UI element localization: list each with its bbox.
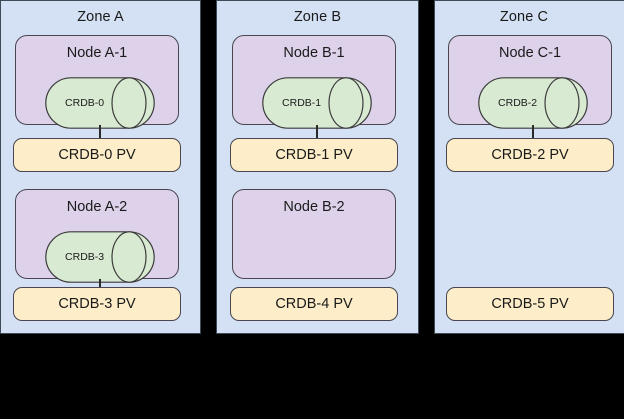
pv-crdb-3-label: CRDB-3 PV [58, 296, 136, 312]
pv-crdb-3: CRDB-3 PV [13, 287, 181, 321]
pv-crdb-5-label: CRDB-5 PV [491, 296, 569, 312]
pod-crdb-0: CRDB-0 [45, 77, 155, 129]
zone-b-title: Zone B [293, 9, 342, 25]
pv-crdb-5: CRDB-5 PV [446, 287, 614, 321]
pv-crdb-2-label: CRDB-2 PV [491, 147, 569, 163]
node-a-1-title: Node A-1 [66, 45, 128, 61]
node-b-2-title: Node B-2 [283, 199, 345, 215]
pod-crdb-2: CRDB-2 [478, 77, 588, 129]
node-b-2: Node B-2 [232, 189, 396, 279]
pv-crdb-1: CRDB-1 PV [230, 138, 398, 172]
pv-crdb-0: CRDB-0 PV [13, 138, 181, 172]
node-a-2-title: Node A-2 [66, 199, 128, 215]
zone-a: Zone A Node A-1 CRDB-0 CRDB-0 PV Node A-… [0, 0, 201, 334]
connector-crdb-3 [99, 279, 101, 291]
cylinder-icon [45, 77, 155, 129]
connector-crdb-0 [99, 125, 101, 139]
pod-crdb-1: CRDB-1 [262, 77, 372, 129]
connector-crdb-1 [316, 125, 318, 139]
zone-c: Zone C Node C-1 CRDB-2 CRDB-2 PV CRDB-5 … [434, 0, 624, 334]
pv-crdb-4-label: CRDB-4 PV [275, 296, 353, 312]
node-c-1-title: Node C-1 [498, 45, 562, 61]
pod-crdb-3: CRDB-3 [45, 231, 155, 283]
pv-crdb-4: CRDB-4 PV [230, 287, 398, 321]
zone-c-title: Zone C [499, 9, 549, 25]
pv-crdb-2: CRDB-2 PV [446, 138, 614, 172]
node-b-1-title: Node B-1 [283, 45, 345, 61]
connector-crdb-2 [532, 125, 534, 139]
cylinder-icon [45, 231, 155, 283]
cylinder-icon [262, 77, 372, 129]
pv-crdb-0-label: CRDB-0 PV [58, 147, 136, 163]
cylinder-icon [478, 77, 588, 129]
zone-a-title: Zone A [77, 9, 124, 25]
zone-b: Zone B Node B-1 CRDB-1 CRDB-1 PV Node B-… [216, 0, 419, 334]
pv-crdb-1-label: CRDB-1 PV [275, 147, 353, 163]
